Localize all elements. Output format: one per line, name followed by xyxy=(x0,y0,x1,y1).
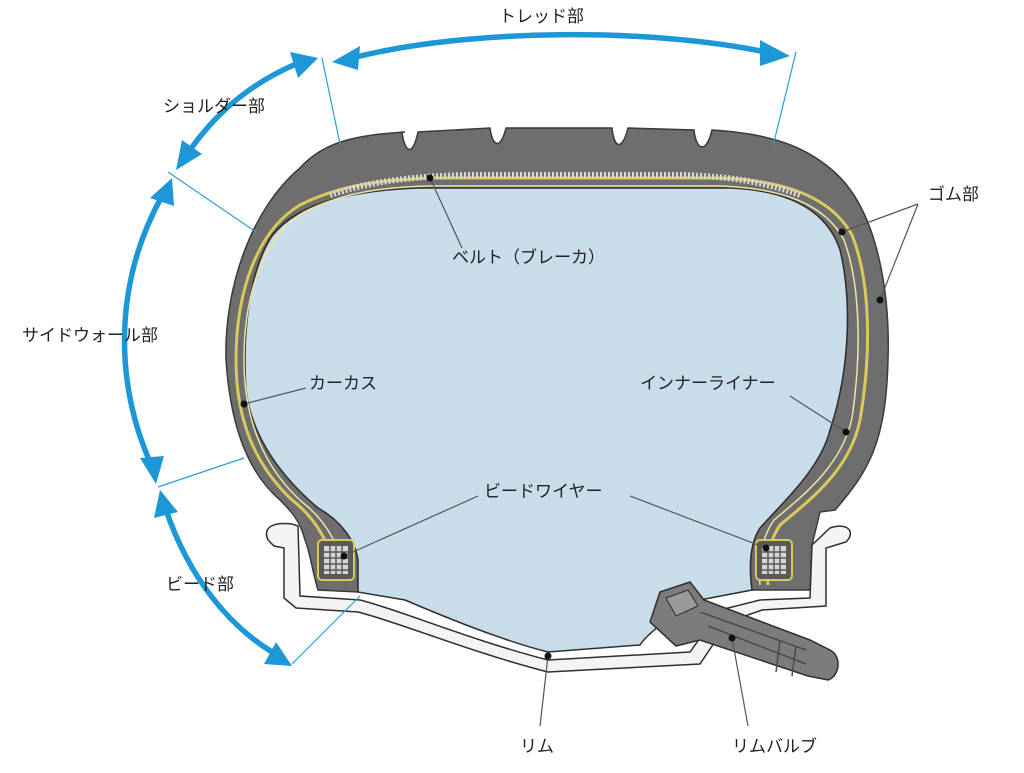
rim-valve-point xyxy=(728,634,736,642)
bead-range-arrow xyxy=(163,509,274,655)
label-rubber: ゴム部 xyxy=(928,184,979,205)
carcass-ply-line-inner xyxy=(243,185,859,586)
bead-boundary xyxy=(291,595,361,665)
tread-arrowhead-right xyxy=(760,40,790,66)
tread-arrowhead-left xyxy=(332,46,360,70)
label-shoulder: ショルダー部 xyxy=(163,97,265,117)
label-tread: トレッド部 xyxy=(499,7,584,27)
tread-boundary-right xyxy=(772,51,797,147)
label-rim-valve: リムバルブ xyxy=(732,736,817,757)
shoulder-arrowhead-bottom xyxy=(176,140,202,170)
rubber-point-upper xyxy=(838,228,846,236)
label-belt: ベルト（ブレーカ） xyxy=(452,247,605,268)
label-sidewall: サイドウォール部 xyxy=(22,326,158,346)
label-bead-wire: ビードワイヤー xyxy=(484,482,603,502)
sidewall-boundary xyxy=(157,457,245,488)
carcass-point xyxy=(240,400,248,408)
bead-wire-left xyxy=(317,539,355,581)
tire-inner-cavity xyxy=(244,187,849,653)
belt-band xyxy=(329,172,802,198)
rim-valve-leader xyxy=(731,637,749,727)
sidewall-arrowhead-top xyxy=(150,178,174,206)
sidewall-range-arrow xyxy=(121,194,165,464)
label-carcass: カーカス xyxy=(309,374,377,394)
rim-point xyxy=(544,652,552,660)
rim-leader xyxy=(539,655,549,727)
bead-wire-leader-right xyxy=(629,495,767,549)
tread-range-arrow xyxy=(351,31,767,61)
carcass-leader xyxy=(243,387,307,405)
belt-point xyxy=(426,174,434,182)
sidewall-arrowhead-bottom xyxy=(140,456,164,484)
rubber-leader-lower xyxy=(879,203,919,301)
bead-arrowhead-top xyxy=(154,490,178,518)
rim-valve-graphic xyxy=(649,581,839,681)
label-bead: ビード部 xyxy=(166,575,234,595)
shoulder-arrowhead-top xyxy=(290,52,318,78)
inner-liner-leader xyxy=(789,395,847,433)
rubber-leader-upper xyxy=(841,203,919,233)
shoulder-boundary xyxy=(167,171,257,233)
inner-liner-point xyxy=(842,428,850,436)
bead-wire-point-right xyxy=(762,544,770,552)
bead-arrowhead-bottom xyxy=(264,642,292,666)
label-inner-liner: インナーライナー xyxy=(640,374,776,394)
bead-wire-point-left xyxy=(340,552,348,560)
rubber-point-lower xyxy=(876,296,884,304)
tread-boundary-left xyxy=(321,57,341,145)
label-rim: リム xyxy=(520,737,554,757)
shoulder-range-arrow xyxy=(187,61,298,152)
belt-leader xyxy=(429,177,463,249)
bead-wire-leader-left xyxy=(343,495,479,557)
